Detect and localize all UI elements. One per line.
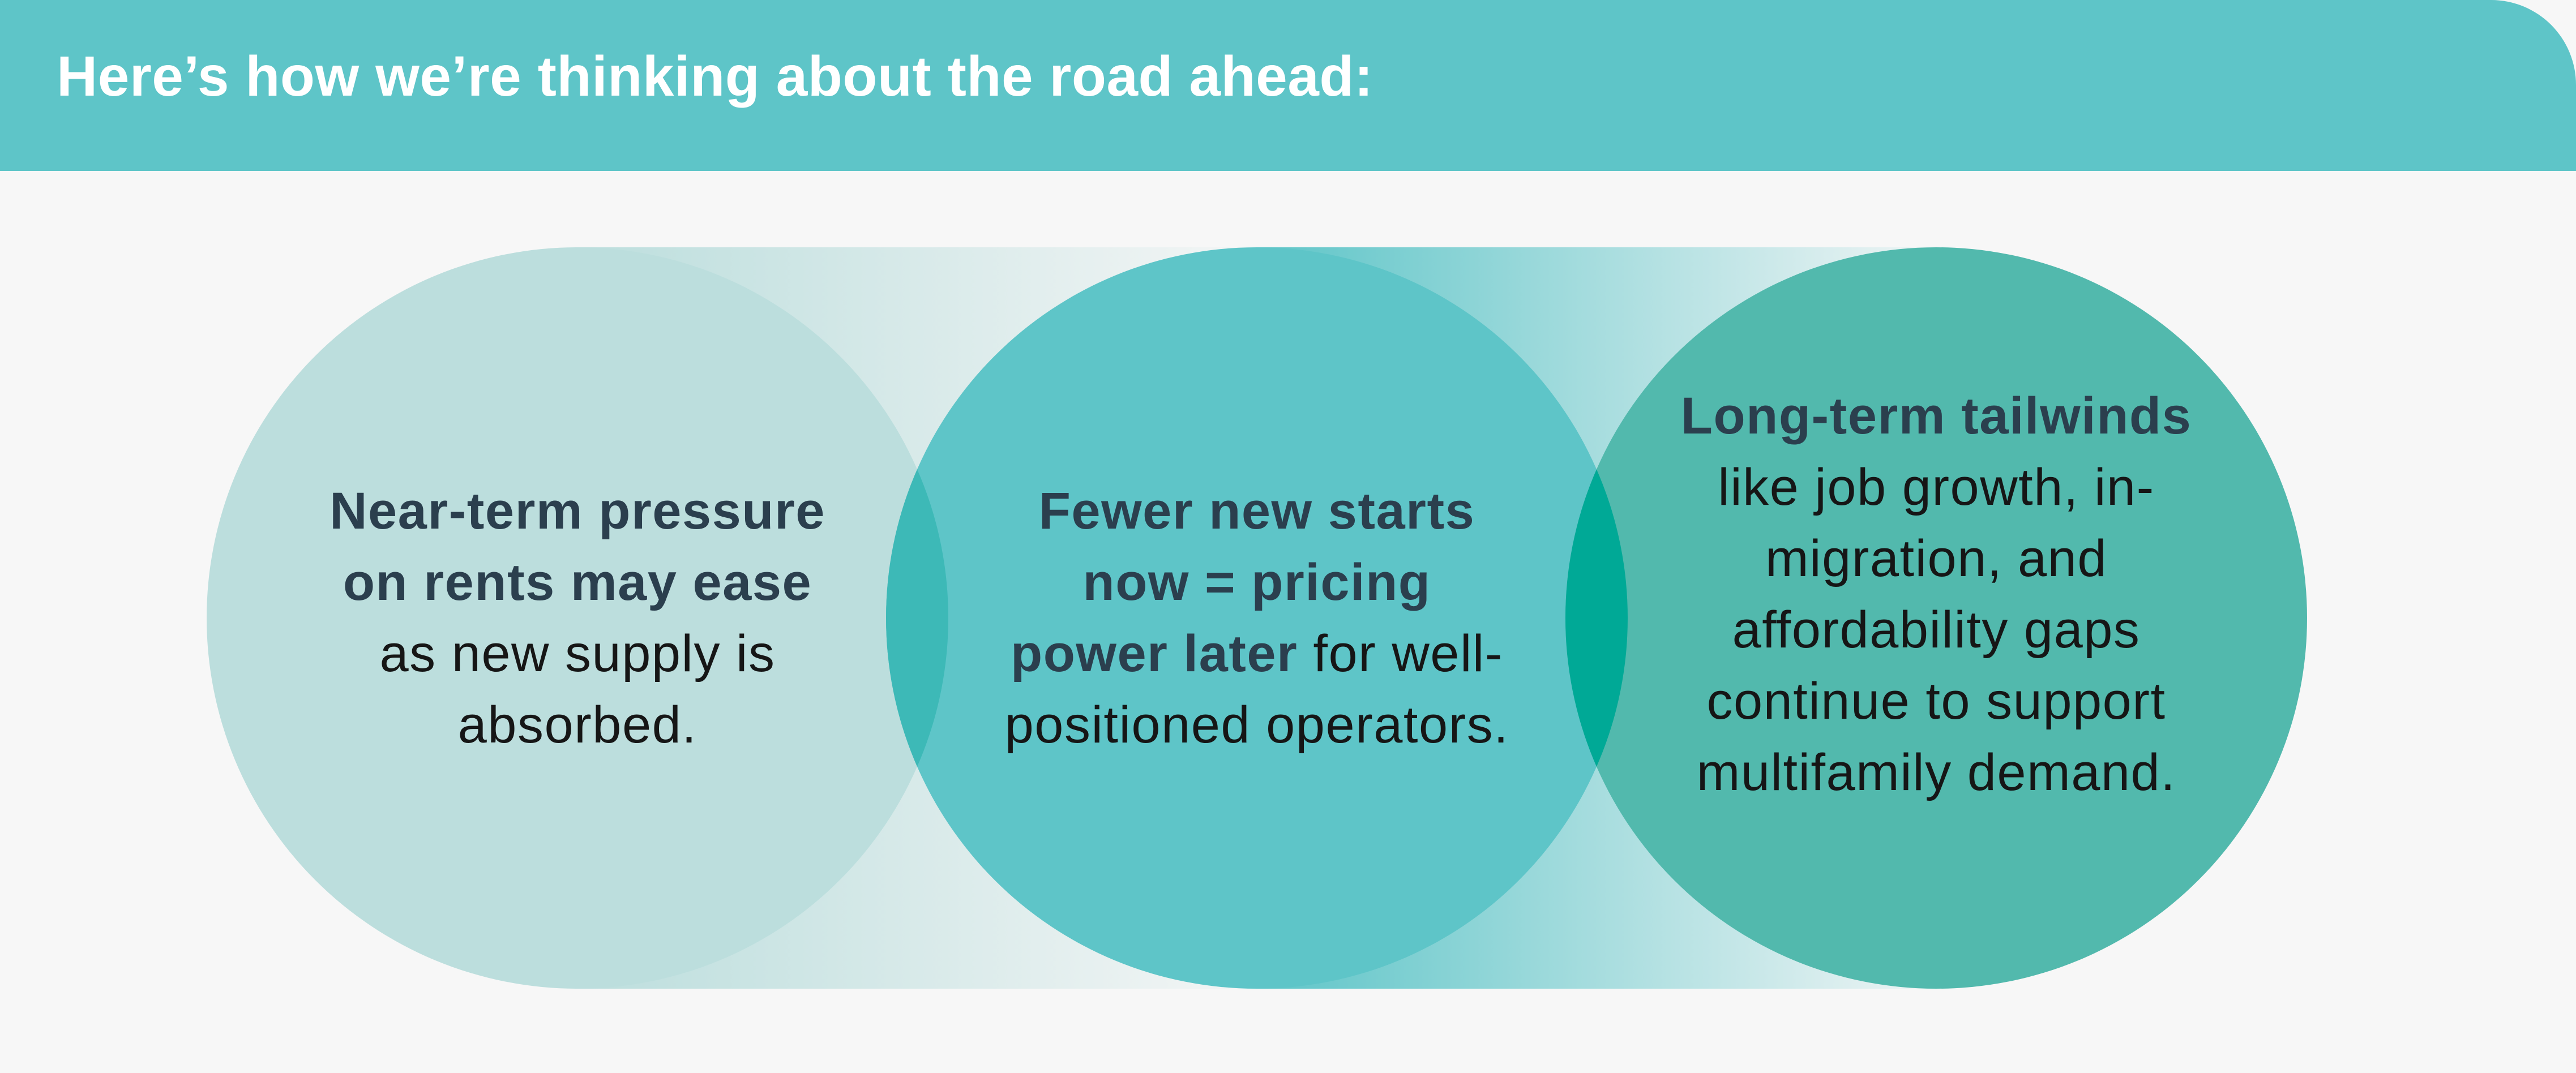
- circle-middle-bold: Fewer new starts now = pricing power lat…: [1011, 482, 1475, 683]
- circle-middle: [886, 247, 1628, 989]
- circle-right-bold: Long-term tailwinds: [1680, 387, 2192, 445]
- header-title: Here’s how we’re thinking about the road…: [57, 45, 1373, 108]
- header-banner: Here’s how we’re thinking about the road…: [0, 0, 2576, 171]
- circle-left-bold: Near-term pressure on rents may ease: [330, 482, 825, 611]
- circle-left: [207, 247, 948, 989]
- circle-right: [1565, 247, 2307, 989]
- circle-right-body: like job growth, in-migration, and affor…: [1696, 458, 2176, 801]
- circle-middle-text: Fewer new starts now = pricing power lat…: [1002, 392, 1512, 844]
- circle-middle-body: for well-positioned operators.: [1004, 625, 1509, 754]
- circle-left-text: Near-term pressure on rents may ease as …: [323, 392, 832, 844]
- circle-left-body: as new supply is absorbed.: [379, 625, 776, 754]
- circle-right-text: Long-term tailwinds like job growth, in-…: [1648, 340, 2225, 849]
